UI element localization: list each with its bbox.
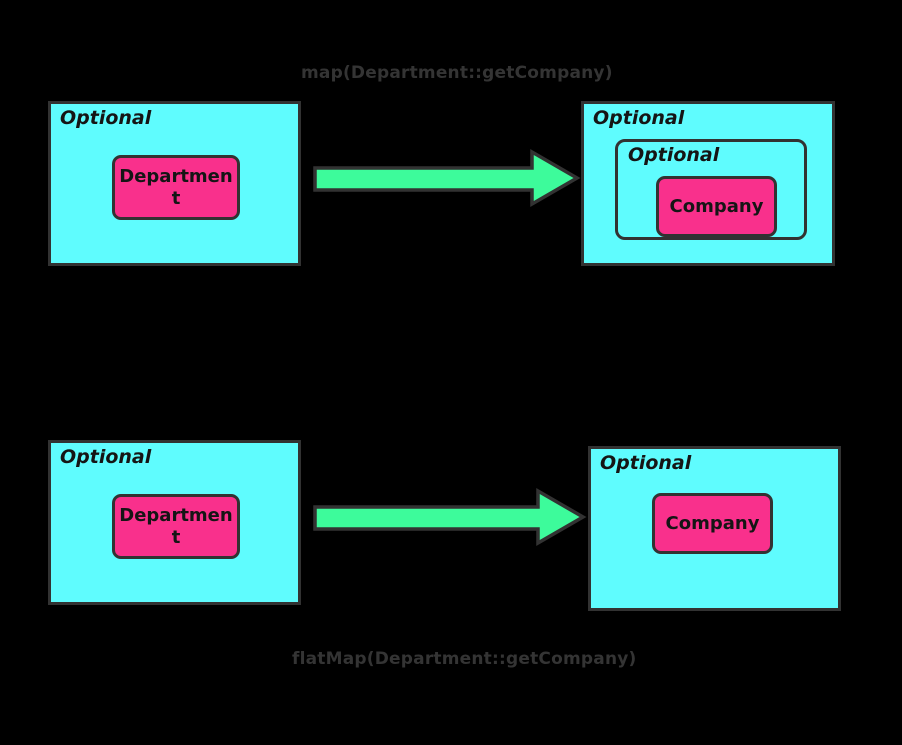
flatmap-source-optional-label: Optional: [60, 446, 152, 468]
map-arrow-icon: [313, 148, 581, 208]
map-result-company-label: Company: [669, 195, 764, 217]
flatmap-result-company-box: Company: [652, 493, 773, 554]
flatmap-result-company-label: Company: [665, 512, 760, 534]
map-result-nested-optional-box: Optional Company: [615, 139, 807, 240]
map-result-company-box: Company: [656, 176, 777, 237]
map-caption: map(Department::getCompany): [301, 63, 613, 83]
map-result-optional-box: Optional Optional Company: [581, 101, 835, 266]
map-result-optional-label: Optional: [593, 107, 685, 129]
map-source-optional-box: Optional Department: [48, 101, 301, 266]
flatmap-caption: flatMap(Department::getCompany): [292, 649, 637, 669]
flatmap-source-optional-box: Optional Department: [48, 440, 301, 605]
flatmap-arrow-icon: [313, 487, 587, 547]
map-source-department-label: Department: [119, 166, 233, 209]
map-source-department-box: Department: [112, 155, 240, 220]
flatmap-result-optional-label: Optional: [600, 452, 692, 474]
flatmap-result-optional-box: Optional Company: [588, 446, 841, 611]
flatmap-source-department-box: Department: [112, 494, 240, 559]
map-source-optional-label: Optional: [60, 107, 152, 129]
map-result-nested-optional-label: Optional: [628, 144, 720, 166]
flatmap-source-department-label: Department: [119, 505, 233, 548]
